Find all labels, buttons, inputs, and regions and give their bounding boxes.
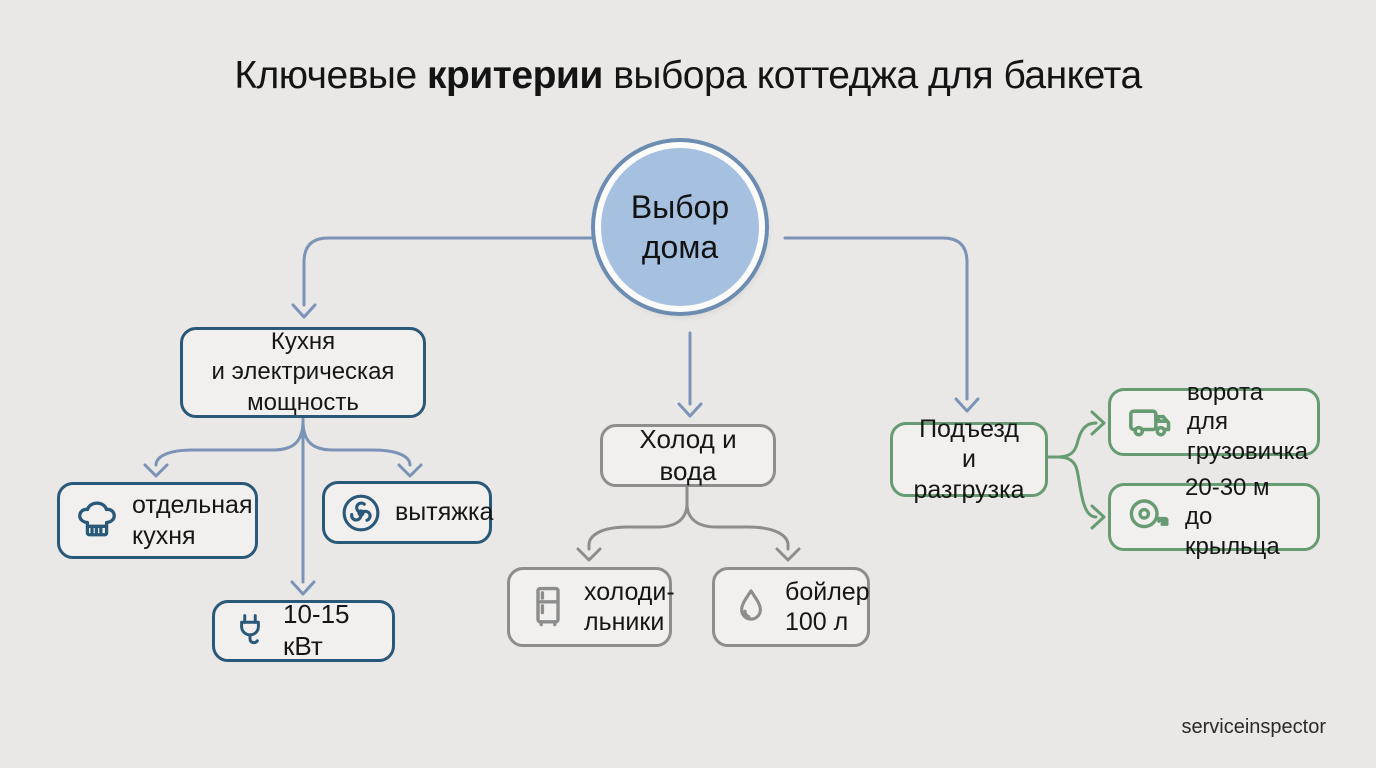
node-access: Подъезд и разгрузка bbox=[890, 415, 1048, 504]
connector-access-to-gates bbox=[1046, 421, 1098, 459]
label-line: бойлер bbox=[785, 577, 870, 606]
arrowhead-distance bbox=[1090, 504, 1106, 530]
water-drop-icon bbox=[729, 585, 773, 629]
label-line: вытяжка bbox=[395, 498, 494, 527]
node-power-label: 10-15 кВт bbox=[283, 599, 378, 662]
label-line: Кухня bbox=[270, 328, 336, 356]
label-line: ворота для bbox=[1187, 379, 1264, 436]
node-hood: вытяжка bbox=[322, 481, 493, 544]
node-separate-kitchen-label: отдельная кухня bbox=[132, 490, 253, 551]
connector-coldwater-to-fridges bbox=[587, 486, 689, 551]
title-part1: Ключевые bbox=[234, 54, 427, 97]
node-power: 10-15 кВт bbox=[212, 599, 395, 662]
node-kitchen: Кухня и электрическая мощность bbox=[180, 327, 426, 418]
node-hood-label: вытяжка bbox=[395, 497, 493, 528]
label-line: 10-15 кВт bbox=[283, 599, 350, 661]
label-line: 100 л bbox=[785, 608, 849, 636]
root-label-line: Выбор bbox=[630, 189, 730, 225]
node-cold-water-label: Холод и вода bbox=[617, 424, 759, 487]
label-line: 20-30 м bbox=[1185, 474, 1270, 502]
root-label-line: дома bbox=[641, 229, 719, 265]
title-part2: выбора коттеджа для банкета bbox=[602, 54, 1142, 97]
arrowhead-boiler bbox=[775, 547, 801, 562]
node-boiler-label: бойлер 100 л bbox=[785, 577, 870, 638]
node-distance: 20-30 м до крыльца bbox=[1108, 474, 1320, 560]
label-line: холоди- bbox=[584, 577, 675, 606]
arrowhead-access bbox=[954, 397, 980, 413]
label-line: грузовичка bbox=[1187, 437, 1308, 465]
label-line: и разгрузка bbox=[913, 445, 1025, 504]
node-fridges-label: холоди- льники bbox=[584, 577, 675, 638]
label-line: кухня bbox=[132, 521, 196, 550]
label-line: мощность bbox=[247, 388, 359, 416]
connector-root-to-access bbox=[783, 236, 969, 401]
page-title: Ключевые критерии выбора коттеджа для ба… bbox=[0, 54, 1376, 98]
connector-access-to-distance bbox=[1046, 455, 1098, 519]
node-gates-label: ворота для грузовичка bbox=[1187, 378, 1308, 466]
connector-kitchen-to-hood bbox=[301, 419, 412, 467]
node-boiler: бойлер 100 л bbox=[712, 567, 870, 647]
node-access-label: Подъезд и разгрузка bbox=[907, 414, 1031, 506]
label-line: Холод и вода bbox=[639, 423, 737, 486]
arrowhead-hood bbox=[397, 463, 423, 478]
arrowhead-gates bbox=[1090, 410, 1106, 436]
node-fridges: холоди- льники bbox=[507, 567, 675, 647]
connector-kitchen-to-separate bbox=[154, 419, 305, 467]
arrowhead-separate bbox=[143, 463, 169, 478]
plug-icon bbox=[229, 610, 271, 652]
label-line: отдельная bbox=[132, 491, 253, 519]
label-line: и электрическая bbox=[211, 358, 395, 386]
arrowhead-fridges bbox=[576, 547, 602, 562]
node-gates: ворота для грузовичка bbox=[1108, 379, 1320, 465]
arrowhead-kitchen bbox=[291, 303, 317, 319]
fridge-icon bbox=[524, 583, 572, 631]
node-cold-water: Холод и вода bbox=[600, 424, 776, 487]
tape-measure-icon bbox=[1125, 493, 1173, 541]
connector-root-to-kitchen bbox=[302, 236, 597, 307]
label-line: до крыльца bbox=[1185, 503, 1280, 560]
connector-coldwater-to-boiler bbox=[685, 486, 790, 551]
node-kitchen-label: Кухня и электрическая мощность bbox=[212, 327, 395, 418]
node-root: Выбор дома bbox=[595, 142, 765, 312]
truck-icon bbox=[1125, 397, 1175, 447]
node-distance-label: 20-30 м до крыльца bbox=[1185, 473, 1303, 561]
node-separate-kitchen: отдельная кухня bbox=[57, 482, 258, 559]
chef-hat-icon bbox=[74, 498, 120, 544]
arrowhead-coldwater bbox=[677, 402, 703, 418]
title-bold-word: критерии bbox=[426, 54, 603, 97]
label-line: льники bbox=[584, 608, 665, 636]
watermark: serviceinspector bbox=[1181, 716, 1326, 738]
fan-icon bbox=[339, 491, 383, 535]
label-line: Подъезд bbox=[919, 414, 1019, 443]
arrowhead-power bbox=[290, 580, 316, 596]
